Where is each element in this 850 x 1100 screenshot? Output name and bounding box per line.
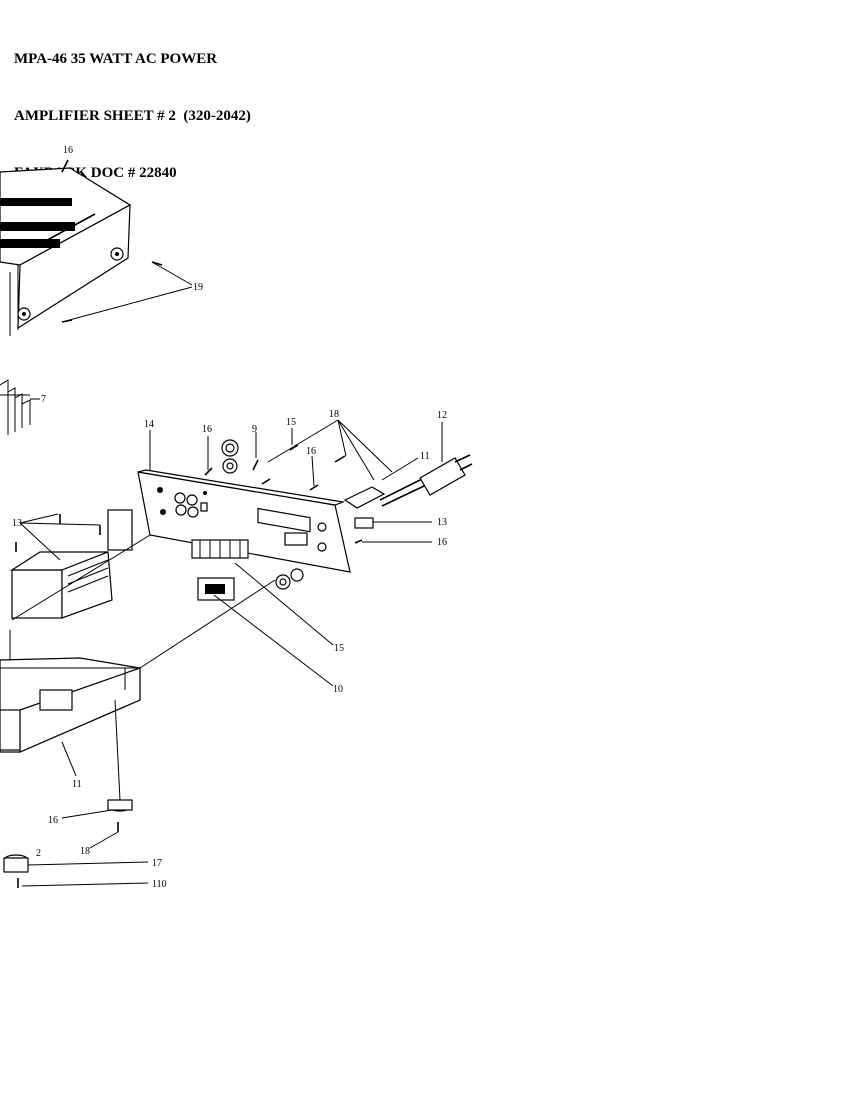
callout-15-top: 15 [286,417,296,428]
panel-screws [204,444,363,544]
base-chassis [0,630,141,753]
callout-19: 19 [193,282,203,293]
title-line-2: AMPLIFIER SHEET # 2 (320-2042) [14,108,251,124]
top-cover [0,167,132,336]
callout-10: 10 [333,684,343,695]
callout-16-bottom: 16 [48,815,58,826]
rear-panel [137,469,351,573]
heatsink [0,379,40,435]
grommets [221,439,304,590]
callout-18-top: 18 [329,409,339,420]
callout-14: 14 [144,419,154,430]
leader-lines [11,419,443,887]
callout-labels: 16 19 7 14 16 9 15 16 18 12 11 13 13 16 … [12,145,447,890]
callout-16-panel-b: 16 [306,446,316,457]
callout-9: 9 [252,424,257,435]
callout-11-cord: 11 [420,451,430,462]
callout-110: 110 [152,879,167,890]
terminal-strip [191,539,249,601]
callout-15-lower: 15 [334,643,344,654]
rubber-feet [3,799,133,888]
callout-17: 17 [152,858,162,869]
callout-13-right: 13 [437,517,447,528]
transformer [9,509,133,619]
screws-top [61,159,193,323]
callout-2: 2 [36,848,41,859]
callout-16-right: 16 [437,537,447,548]
callout-16-top: 16 [63,145,73,156]
callout-7: 7 [41,394,46,405]
power-cord [343,454,473,529]
callout-18-bottom: 18 [80,846,90,857]
callout-11-bottom: 11 [72,779,82,790]
title-line-1: MPA-46 35 WATT AC POWER [14,51,218,67]
callout-16-panel-a: 16 [202,424,212,435]
callout-12: 12 [437,410,447,421]
document-title: MPA-46 35 WATT AC POWER AMPLIFIER SHEET … [14,12,251,202]
callout-13-left: 13 [12,518,22,529]
